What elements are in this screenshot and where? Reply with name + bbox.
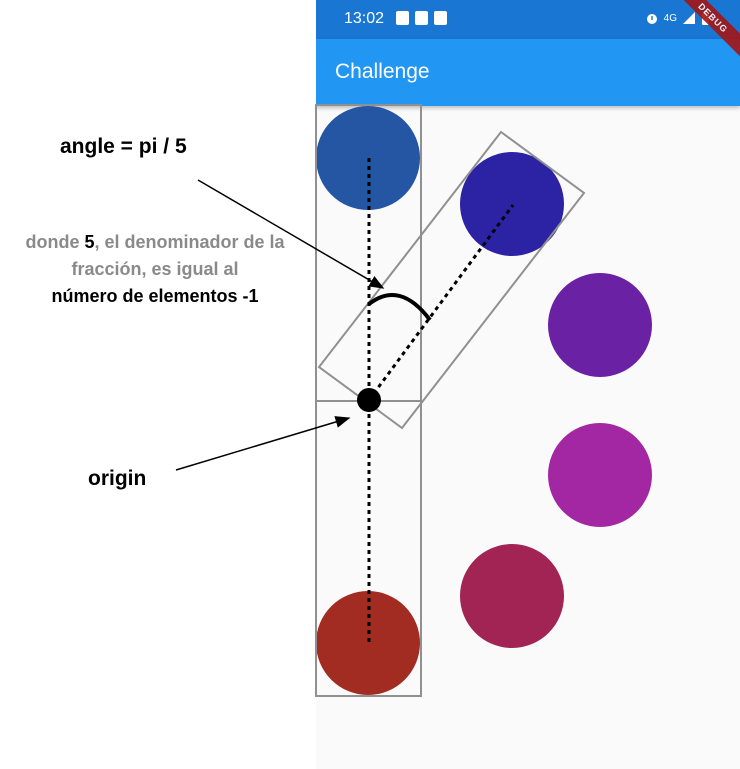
angled-guide-line bbox=[367, 204, 515, 401]
origin-arrow bbox=[175, 416, 351, 471]
origin-point bbox=[357, 388, 381, 412]
angle-arrow bbox=[197, 179, 385, 289]
status-time: 13:02 bbox=[344, 10, 385, 27]
circle-item-3 bbox=[548, 273, 652, 377]
angle-label: angle = pi / 5 bbox=[60, 135, 187, 158]
note-denominator: 5 bbox=[84, 232, 95, 252]
origin-label: origin bbox=[88, 467, 147, 490]
network-label: 4G bbox=[663, 12, 677, 24]
status-bar: 13:02 4G bbox=[316, 0, 740, 39]
note-elements: número de elementos -1 bbox=[51, 286, 259, 306]
angle-explanation: donde 5, el denominador de la fracción, … bbox=[20, 229, 290, 310]
sd-card-icon bbox=[434, 11, 447, 25]
annotation-pane bbox=[0, 0, 316, 769]
circle-item-4 bbox=[548, 423, 652, 527]
circle-item-5 bbox=[460, 544, 564, 648]
app-bar: Challenge bbox=[316, 39, 740, 106]
angle-arc bbox=[367, 293, 432, 322]
alarm-icon bbox=[646, 14, 657, 24]
signal-icon bbox=[683, 12, 695, 24]
note-text-2: , el denominador de la fracción, es igua… bbox=[71, 232, 285, 279]
app-title: Challenge bbox=[335, 60, 430, 83]
note-text-1: donde bbox=[25, 232, 85, 252]
circle-item-2 bbox=[460, 152, 564, 256]
check-icon bbox=[396, 11, 409, 25]
circle-item-6 bbox=[316, 591, 420, 695]
wifi-icon bbox=[415, 11, 428, 25]
